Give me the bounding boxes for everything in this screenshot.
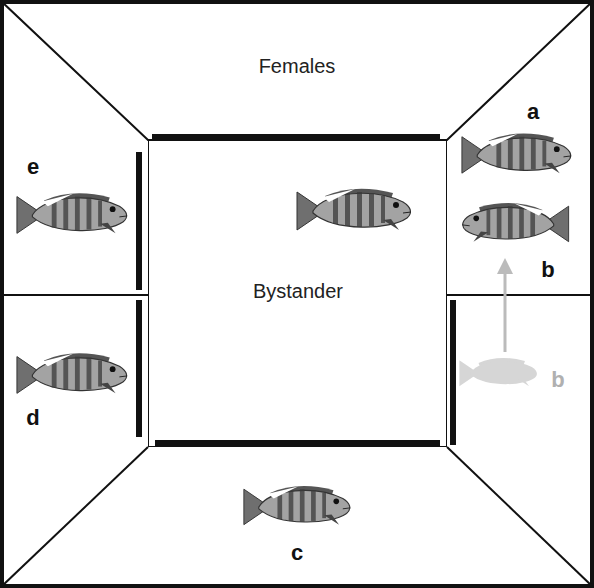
fish-letter: e bbox=[27, 156, 39, 178]
fish-letter: d bbox=[26, 407, 39, 429]
fish-letter: b bbox=[541, 259, 554, 281]
bystander-compartment: Bystander bbox=[148, 140, 447, 447]
fish-figures bbox=[17, 134, 571, 525]
fish-letter: a bbox=[527, 101, 539, 123]
fish-letter: b bbox=[551, 369, 564, 391]
move-arrow bbox=[497, 258, 513, 352]
females-compartment: Females bbox=[0, 0, 594, 140]
compartment-label: Bystander bbox=[253, 280, 343, 303]
opaque-partitions bbox=[136, 134, 456, 446]
compartment-label: Females bbox=[259, 55, 336, 78]
fish-letter: c bbox=[291, 542, 303, 564]
